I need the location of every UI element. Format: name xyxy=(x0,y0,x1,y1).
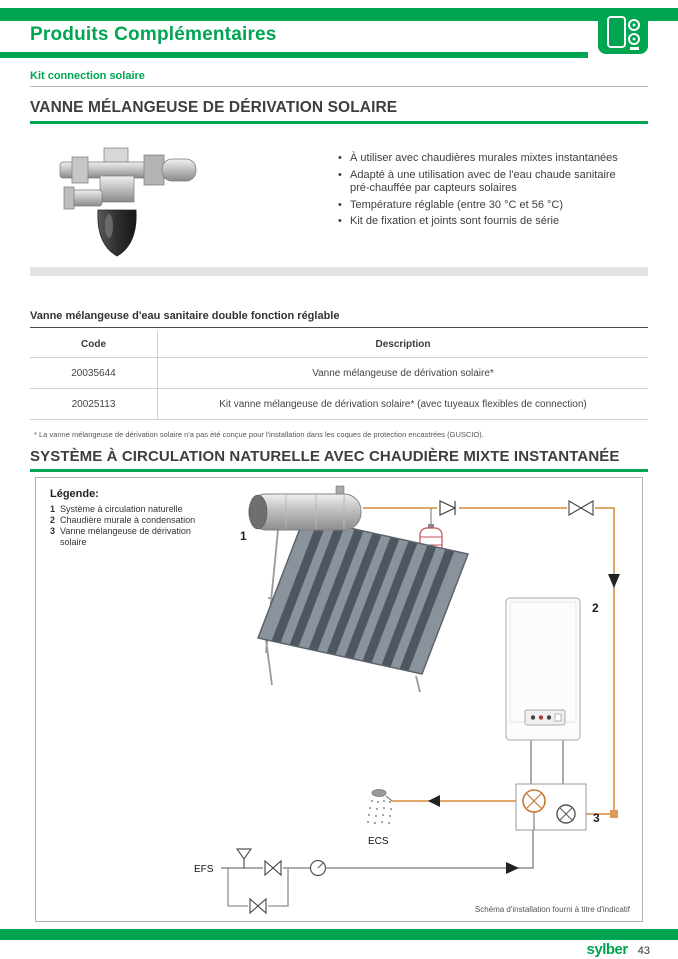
description-cell: Vanne mélangeuse de dérivation solaire* xyxy=(312,367,494,379)
legend-label: Chaudière murale à condensation xyxy=(60,515,196,525)
legend-label: Système à circulation naturelle xyxy=(60,504,183,514)
code-cell: 20035644 xyxy=(30,358,158,388)
boiler-icon xyxy=(598,10,648,54)
legend-title: Légende: xyxy=(50,488,99,500)
kicker-divider xyxy=(30,86,648,87)
section2-underline xyxy=(30,469,648,472)
header-underline xyxy=(0,52,588,58)
footer-bar xyxy=(0,929,678,940)
mixing-valve-group xyxy=(515,783,587,831)
legend-label: Vanne mélangeuse de dérivation solaire xyxy=(60,526,191,547)
solar-collector xyxy=(248,485,470,693)
table-title-underline xyxy=(30,327,648,328)
gauge-icon xyxy=(309,859,327,877)
boiler-icon-glyph xyxy=(607,16,640,50)
bullet-item: Kit de fixation et joints sont fournis d… xyxy=(338,215,633,229)
wall-boiler xyxy=(505,597,581,741)
kicker-kit-connection: Kit connection solaire xyxy=(30,70,145,82)
table-title: Vanne mélangeuse d'eau sanitaire double … xyxy=(30,310,340,322)
label-collector: 1 xyxy=(240,529,247,543)
table-footnote: * La vanne mélangeuse de dérivation sola… xyxy=(34,430,484,439)
shutoff-valve-icon xyxy=(567,499,595,517)
section2-title: SYSTÈME À CIRCULATION NATURELLE AVEC CHA… xyxy=(30,448,620,465)
check-valve-icon xyxy=(437,499,459,517)
valve-photo-drawing xyxy=(59,147,197,257)
legend-number: 3 xyxy=(50,526,56,536)
product-photo xyxy=(52,144,207,262)
code-cell: 20025113 xyxy=(30,389,158,419)
table-row: 20025113 Kit vanne mélangeuse de dérivat… xyxy=(30,389,648,420)
bullet-item: Adapté à une utilisation avec de l'eau c… xyxy=(338,169,633,196)
label-boiler: 2 xyxy=(592,601,599,615)
feature-list: À utiliser avec chaudières murales mixte… xyxy=(338,152,633,232)
page-title: Produits Complémentaires xyxy=(30,24,277,45)
efs-valve-icon xyxy=(263,859,283,877)
label-valve: 3 xyxy=(593,811,600,825)
table-header-description: Description xyxy=(375,338,431,350)
label-ecs: ECS xyxy=(368,836,389,847)
pipe-ecs xyxy=(392,795,516,807)
brand-logo: sylber xyxy=(586,941,629,958)
table-header-row: Code Description xyxy=(30,331,648,358)
legend-item: 1 Système à circulation naturelle xyxy=(50,504,210,515)
bullet-item: Température réglable (entre 30 °C et 56 … xyxy=(338,199,633,213)
legend-number: 2 xyxy=(50,515,56,525)
description-cell: Kit vanne mélangeuse de dérivation solai… xyxy=(219,398,587,410)
pipe-boiler xyxy=(530,740,564,784)
section1-underline xyxy=(30,121,648,124)
page-number: 43 xyxy=(637,945,650,957)
table-header-code: Code xyxy=(30,331,158,357)
legend-item: 2 Chaudière murale à condensation xyxy=(50,515,210,526)
header-top-bar xyxy=(0,8,678,21)
legend-item: 3 Vanne mélangeuse de dérivation solaire xyxy=(50,526,210,548)
shower-icon xyxy=(367,789,393,824)
diagram-legend: Légende: 1 Système à circulation naturel… xyxy=(50,488,225,548)
section1-title: VANNE MÉLANGEUSE DE DÉRIVATION SOLAIRE xyxy=(30,99,398,116)
legend-number: 1 xyxy=(50,504,56,514)
diagram-caption: Schéma d'installation fourni à titre d'i… xyxy=(475,905,631,914)
product-table: Code Description 20035644 Vanne mélangeu… xyxy=(30,331,648,420)
section-divider xyxy=(30,267,648,276)
label-efs: EFS xyxy=(194,864,214,875)
installation-diagram: 1 2 xyxy=(35,477,643,922)
table-row: 20035644 Vanne mélangeuse de dérivation … xyxy=(30,358,648,389)
bullet-item: À utiliser avec chaudières murales mixte… xyxy=(338,152,633,166)
bypass-valve-icon xyxy=(248,897,268,915)
footer: sylber 43 xyxy=(587,941,650,958)
filter-icon xyxy=(235,848,253,868)
pipe-solar-hot xyxy=(363,507,620,818)
diagram-drawing: 1 2 xyxy=(194,485,631,915)
